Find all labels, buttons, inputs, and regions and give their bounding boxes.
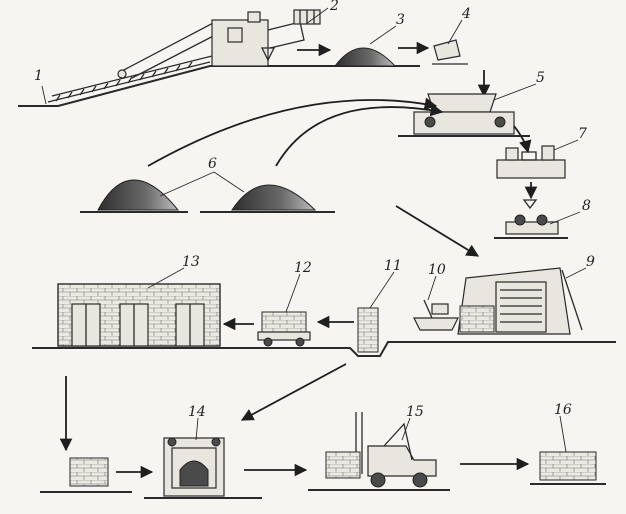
label-13: 13 — [182, 254, 200, 270]
label-10: 10 — [428, 262, 446, 278]
kiln-car-12 — [257, 311, 311, 347]
finished-stack-16 — [530, 451, 606, 485]
label-5: 5 — [536, 70, 545, 86]
mixer-5 — [398, 93, 530, 137]
arrow-6b-to-5 — [275, 103, 444, 167]
label-1: 1 — [34, 68, 43, 84]
crusher-4 — [432, 39, 468, 65]
clay-pile-3 — [333, 47, 397, 67]
label-3: 3 — [396, 12, 405, 28]
brick-pallet — [40, 457, 132, 493]
label-15: 15 — [406, 404, 424, 420]
transfer-cart-10 — [413, 299, 459, 331]
label-8: 8 — [582, 198, 591, 214]
arrow-5-to-7 — [513, 125, 532, 154]
dryer-9 — [457, 267, 583, 335]
inclined-conveyor — [47, 21, 227, 103]
forklift-15 — [308, 412, 450, 491]
label-2: 2 — [329, 0, 339, 14]
brick-stack-11 — [357, 307, 379, 353]
ground-row-3 — [32, 341, 616, 357]
label-16: 16 — [554, 402, 572, 418]
label-11: 11 — [384, 258, 402, 274]
label-6: 6 — [208, 156, 217, 172]
label-9: 9 — [586, 254, 595, 270]
excavator-machine — [211, 9, 321, 67]
label-12: 12 — [294, 260, 312, 276]
number-labels: 1 2 3 4 5 6 7 8 9 10 11 12 13 14 15 16 — [34, 0, 595, 420]
cutter-8 — [494, 199, 568, 239]
tunnel-kiln-13 — [57, 283, 221, 347]
arrow-6a-to-5 — [147, 97, 438, 167]
packer-14 — [144, 437, 262, 499]
label-7: 7 — [578, 126, 587, 142]
label-4: 4 — [461, 6, 471, 22]
arrow-11-to-14 — [240, 363, 347, 421]
label-14: 14 — [188, 404, 206, 420]
storage-piles-6 — [80, 179, 335, 213]
leader-lines — [41, 7, 587, 453]
arrow-to-dryer-9 — [395, 205, 480, 257]
press-7 — [496, 145, 566, 179]
